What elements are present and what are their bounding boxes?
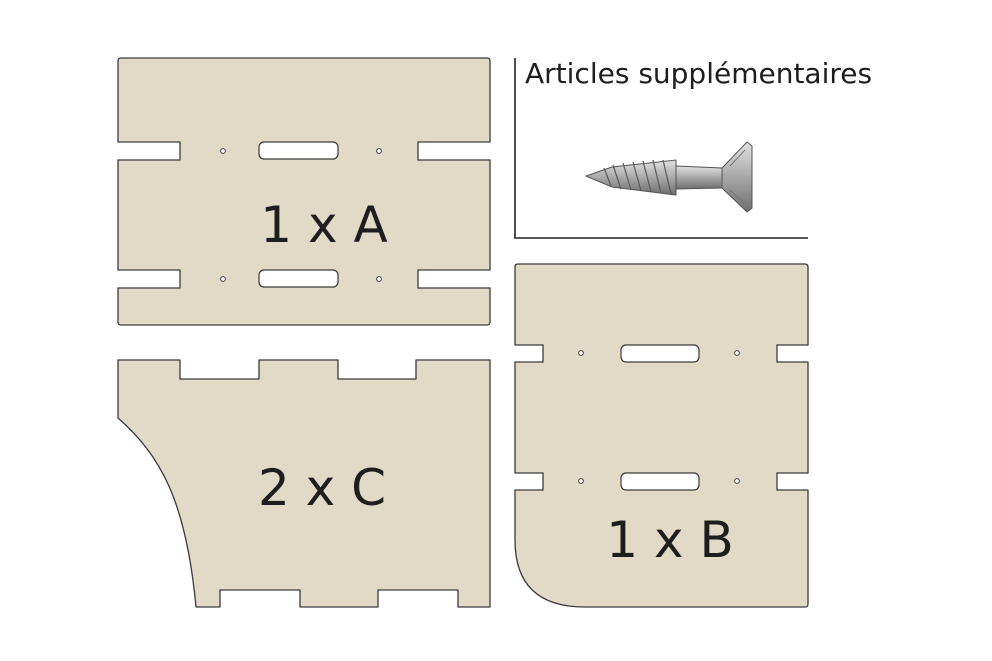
piece-b-slot-bottom bbox=[620, 472, 700, 491]
piece-b-slot-top bbox=[620, 344, 700, 363]
piece-b-hole bbox=[578, 478, 584, 484]
extras-panel-frame bbox=[514, 58, 808, 239]
piece-a: 1 x A bbox=[117, 57, 491, 326]
piece-a-hole bbox=[376, 148, 382, 154]
extras-panel-title: Articles supplémentaires bbox=[525, 57, 872, 90]
piece-a-label: 1 x A bbox=[260, 196, 387, 254]
piece-a-hole bbox=[376, 276, 382, 282]
piece-c-board bbox=[117, 359, 491, 608]
piece-a-hole bbox=[220, 276, 226, 282]
piece-a-slot-bottom bbox=[258, 269, 339, 288]
piece-b-hole bbox=[734, 350, 740, 356]
piece-b-label: 1 x B bbox=[606, 511, 734, 569]
piece-b-hole bbox=[578, 350, 584, 356]
piece-b: 1 x B bbox=[514, 263, 809, 608]
piece-c: 2 x C bbox=[117, 359, 491, 608]
piece-a-slot-top bbox=[258, 141, 339, 160]
piece-c-label: 2 x C bbox=[258, 459, 386, 517]
screw-icon bbox=[584, 141, 753, 213]
piece-b-board bbox=[514, 263, 809, 608]
extras-panel: Articles supplémentaires bbox=[514, 57, 872, 239]
piece-a-board bbox=[117, 57, 491, 326]
piece-b-hole bbox=[734, 478, 740, 484]
piece-a-hole bbox=[220, 148, 226, 154]
